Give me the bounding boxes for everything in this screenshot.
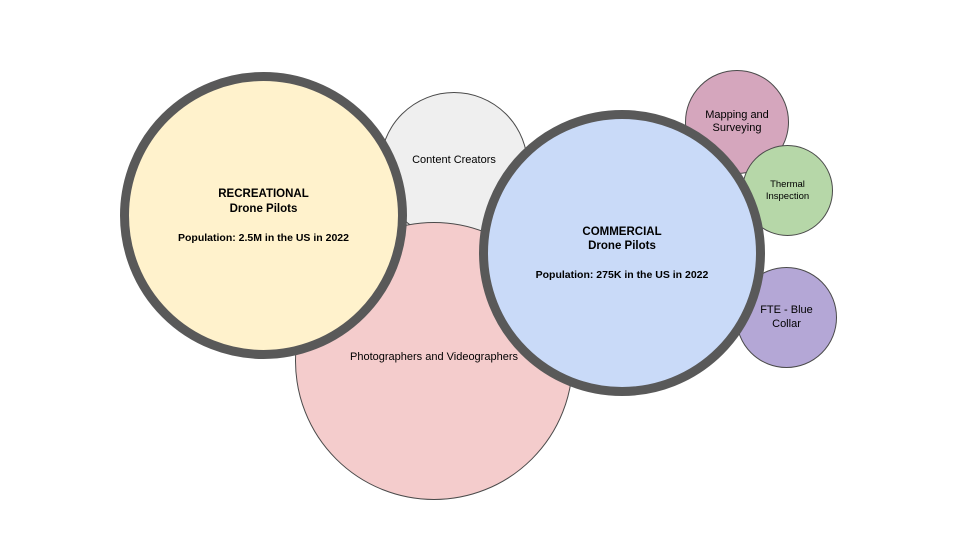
recreational-subheading: Drone Pilots [229, 202, 298, 215]
content-creators-label: Content Creators [412, 154, 496, 167]
recreational-population: Population: 2.5M in the US in 2022 [178, 231, 349, 244]
commercial-circle: COMMERCIAL Drone Pilots Population: 275K… [479, 110, 765, 396]
commercial-heading: COMMERCIAL [582, 225, 662, 238]
commercial-text: COMMERCIAL Drone Pilots Population: 275K… [507, 225, 737, 282]
photographers-label: Photographers and Videographers [350, 351, 518, 364]
recreational-text: RECREATIONAL Drone Pilots Population: 2.… [149, 187, 379, 244]
commercial-population: Population: 275K in the US in 2022 [535, 269, 709, 282]
commercial-subheading: Drone Pilots [588, 240, 656, 252]
thermal-label: Thermal Inspection [765, 178, 810, 202]
recreational-heading: RECREATIONAL [218, 188, 309, 201]
recreational-circle: RECREATIONAL Drone Pilots Population: 2.… [120, 72, 407, 359]
mapping-label: Mapping and Surveying [705, 108, 769, 134]
fte-label: FTE - Blue Collar [760, 304, 813, 330]
